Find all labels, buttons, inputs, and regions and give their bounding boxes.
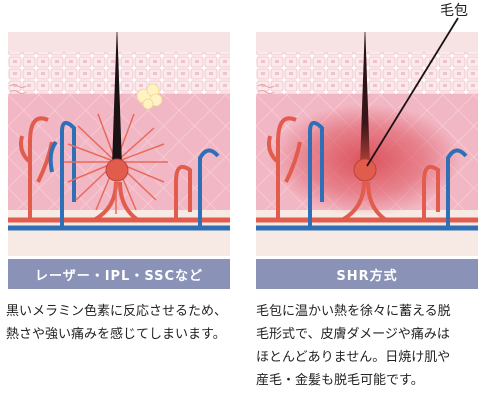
capillary-right bbox=[174, 165, 192, 220]
subcutaneous-layer bbox=[256, 210, 478, 256]
description-line: 毛形式で、皮膚ダメージや痛みは bbox=[256, 327, 450, 342]
laser-diagram bbox=[8, 32, 230, 256]
capillary-left bbox=[19, 116, 54, 220]
shr-skin-cross-section bbox=[256, 32, 478, 256]
shr-diagram bbox=[256, 32, 478, 256]
shr-description: 毛包に温かい熱を徐々に蓄える脱 毛形式で、皮膚ダメージや痛みは ほとんどありませ… bbox=[256, 300, 480, 392]
follicle-label: 毛包 bbox=[440, 3, 468, 19]
venule-left bbox=[48, 120, 76, 228]
hair-shaft bbox=[112, 32, 122, 166]
laser-description: 黒いメラミン色素に反応させるため、 熱さや強い痛みを感じてしまいます。 bbox=[6, 300, 232, 346]
capillary-right bbox=[422, 165, 440, 220]
laser-skin-cross-section bbox=[8, 32, 230, 256]
stratum-corneum bbox=[8, 32, 230, 54]
subcutaneous-layer bbox=[8, 210, 230, 256]
hair-bulb bbox=[353, 158, 377, 182]
description-line: 産毛・金髪も脱毛可能です。 bbox=[256, 373, 424, 388]
stratum-corneum bbox=[256, 32, 478, 54]
description-line: 熱さや強い痛みを感じてしまいます。 bbox=[6, 327, 226, 342]
venule-left bbox=[308, 120, 324, 228]
description-line: ほとんどありません。日焼け肌や bbox=[256, 350, 451, 365]
shr-method-bar: SHR方式 bbox=[256, 259, 478, 289]
heat-waves bbox=[257, 84, 275, 94]
capillary-left bbox=[267, 116, 302, 220]
description-line: 毛包に温かい熱を徐々に蓄える脱 bbox=[256, 304, 451, 319]
smoke-puff bbox=[136, 83, 163, 110]
hair-bulb bbox=[105, 158, 129, 182]
venule-right bbox=[198, 148, 220, 228]
follicle-vessel bbox=[340, 181, 388, 222]
description-line: 黒いメラミン色素に反応させるため、 bbox=[6, 304, 228, 319]
heat-waves bbox=[9, 84, 27, 94]
laser-method-bar: レーザー・IPL・SSCなど bbox=[8, 259, 230, 289]
